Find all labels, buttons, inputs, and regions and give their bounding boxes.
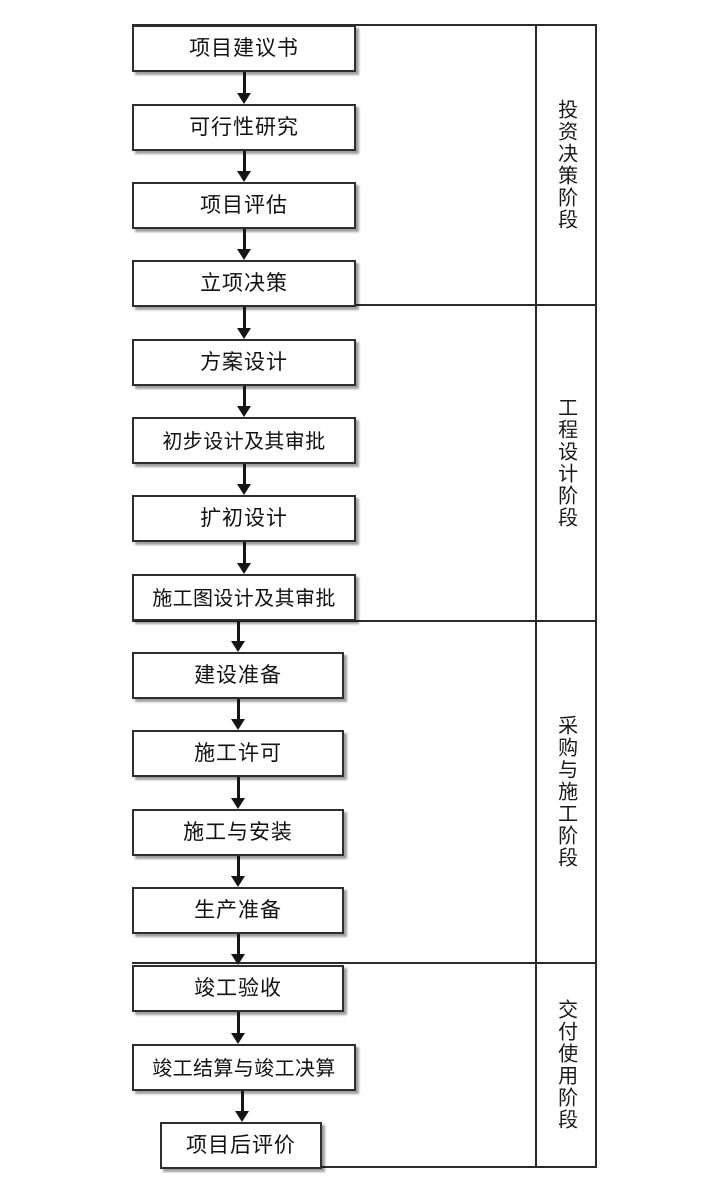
- arrow-n6-n7: [237, 464, 251, 495]
- phase-column-divider: [535, 24, 537, 1168]
- node-label: 生产准备: [194, 898, 282, 922]
- arrow-n9-n10: [231, 699, 245, 730]
- process-node-feasibility-study[interactable]: 可行性研究: [132, 104, 356, 151]
- process-node-preliminary-design-approval[interactable]: 初步设计及其审批: [132, 417, 356, 464]
- process-node-production-preparation[interactable]: 生产准备: [132, 887, 344, 934]
- node-label: 竣工结算与竣工决算: [152, 1055, 336, 1080]
- process-node-construction-preparation[interactable]: 建设准备: [132, 652, 344, 699]
- process-node-scheme-design[interactable]: 方案设计: [132, 339, 356, 386]
- node-label: 施工图设计及其审批: [152, 585, 336, 610]
- arrow-n14-n15: [235, 1091, 249, 1122]
- process-node-construction-and-installation[interactable]: 施工与安装: [132, 809, 344, 856]
- phase-label: 采购与施工阶段: [554, 715, 579, 869]
- process-node-completion-acceptance[interactable]: 竣工验收: [132, 965, 344, 1012]
- phase-divider-2: [132, 620, 597, 622]
- process-node-construction-permit[interactable]: 施工许可: [132, 730, 344, 777]
- node-label: 方案设计: [200, 350, 288, 374]
- arrow-n4-n5: [237, 307, 251, 339]
- process-node-project-proposal[interactable]: 项目建议书: [132, 25, 356, 72]
- arrow-n11-n12: [231, 856, 245, 887]
- phase-divider-1: [132, 304, 597, 306]
- node-label: 项目后评价: [186, 1133, 296, 1157]
- frame-right-border: [595, 24, 597, 1168]
- phase-label: 交付使用阶段: [554, 999, 579, 1131]
- phase-label: 投资决策阶段: [554, 99, 579, 231]
- arrow-n10-n11: [231, 777, 245, 809]
- phase-cell-engineering-design: 工程设计阶段: [537, 306, 595, 620]
- node-label: 初步设计及其审批: [162, 428, 326, 453]
- arrow-n1-n2: [237, 72, 251, 104]
- process-node-extended-preliminary-design[interactable]: 扩初设计: [132, 495, 356, 542]
- phase-cell-delivery-use: 交付使用阶段: [537, 964, 595, 1166]
- process-node-construction-drawing-design-approval[interactable]: 施工图设计及其审批: [132, 574, 356, 621]
- node-label: 施工与安装: [183, 820, 293, 844]
- phase-cell-investment-decision: 投资决策阶段: [537, 26, 595, 304]
- node-label: 竣工验收: [194, 976, 282, 1000]
- arrow-n7-n8: [237, 542, 251, 574]
- node-label: 项目评估: [200, 193, 288, 217]
- arrow-n5-n6: [237, 386, 251, 417]
- process-node-completion-settlement-final-account[interactable]: 竣工结算与竣工决算: [132, 1044, 356, 1091]
- process-node-post-project-evaluation[interactable]: 项目后评价: [160, 1122, 322, 1169]
- arrow-n13-n14: [231, 1012, 245, 1044]
- arrow-n2-n3: [237, 151, 251, 182]
- process-node-project-appraisal[interactable]: 项目评估: [132, 182, 356, 229]
- arrow-n3-n4: [237, 229, 251, 260]
- arrow-n8-n9: [231, 621, 245, 652]
- node-label: 建设准备: [194, 663, 282, 687]
- node-label: 立项决策: [200, 271, 288, 295]
- phase-label: 工程设计阶段: [554, 397, 579, 529]
- node-label: 扩初设计: [200, 506, 288, 530]
- process-node-project-approval-decision[interactable]: 立项决策: [132, 260, 356, 307]
- frame-bottom-border: [160, 1166, 597, 1168]
- phase-cell-procurement-construction: 采购与施工阶段: [537, 622, 595, 962]
- frame-top-border: [132, 24, 597, 26]
- node-label: 可行性研究: [189, 115, 299, 139]
- arrow-n12-n13: [231, 934, 245, 965]
- node-label: 项目建议书: [189, 36, 299, 60]
- node-label: 施工许可: [194, 741, 282, 765]
- phase-divider-3: [132, 962, 597, 964]
